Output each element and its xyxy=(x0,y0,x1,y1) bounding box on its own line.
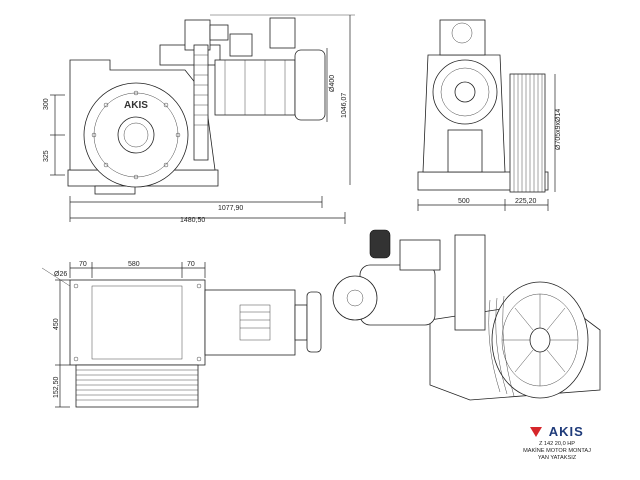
caption-line-2: YAN YATAKSIZ xyxy=(537,455,577,461)
front-dim-325: 325 xyxy=(43,150,50,162)
side-dim-sheave: Ø705x9xØ14 xyxy=(555,109,562,150)
logo-block: AKIS Z 142 20,0 HP MAKİNE MOTOR MONTAJ Y… xyxy=(512,423,602,471)
side-dim-500: 500 xyxy=(458,198,470,205)
front-drum-lettering: AKIS xyxy=(124,100,148,111)
top-dim-152: 152,50 xyxy=(53,376,60,398)
front-dim-300: 300 xyxy=(43,98,50,110)
brand-logo: AKIS xyxy=(512,423,602,441)
top-view: 70 580 70 Ø26 450 152,50 xyxy=(41,261,322,408)
top-dim-70-right: 70 xyxy=(187,261,195,268)
top-dim-70-left: 70 xyxy=(79,261,87,268)
side-dim-225: 225,20 xyxy=(515,198,537,205)
front-dim-1077: 1077,90 xyxy=(218,205,243,212)
front-view: AKIS 300 325 1077,90 1480,50 xyxy=(43,14,355,224)
caption-line-1: MAKİNE MOTOR MONTAJ xyxy=(523,448,591,454)
brand-name: AKIS xyxy=(548,424,584,439)
brand-mark-icon xyxy=(530,426,543,437)
top-dim-d26: Ø26 xyxy=(54,271,67,278)
front-dim-d400: Ø400 xyxy=(329,75,336,92)
top-dim-450: 450 xyxy=(53,318,60,330)
top-dim-580: 580 xyxy=(128,261,140,268)
model-text: Z 142 20,0 HP xyxy=(538,441,576,447)
isometric-view xyxy=(332,229,601,401)
front-dim-1046: 1046,07 xyxy=(341,93,348,118)
side-view: Ø705x9xØ14 500 225,20 xyxy=(417,19,562,211)
front-dim-1480: 1480,50 xyxy=(180,217,205,224)
